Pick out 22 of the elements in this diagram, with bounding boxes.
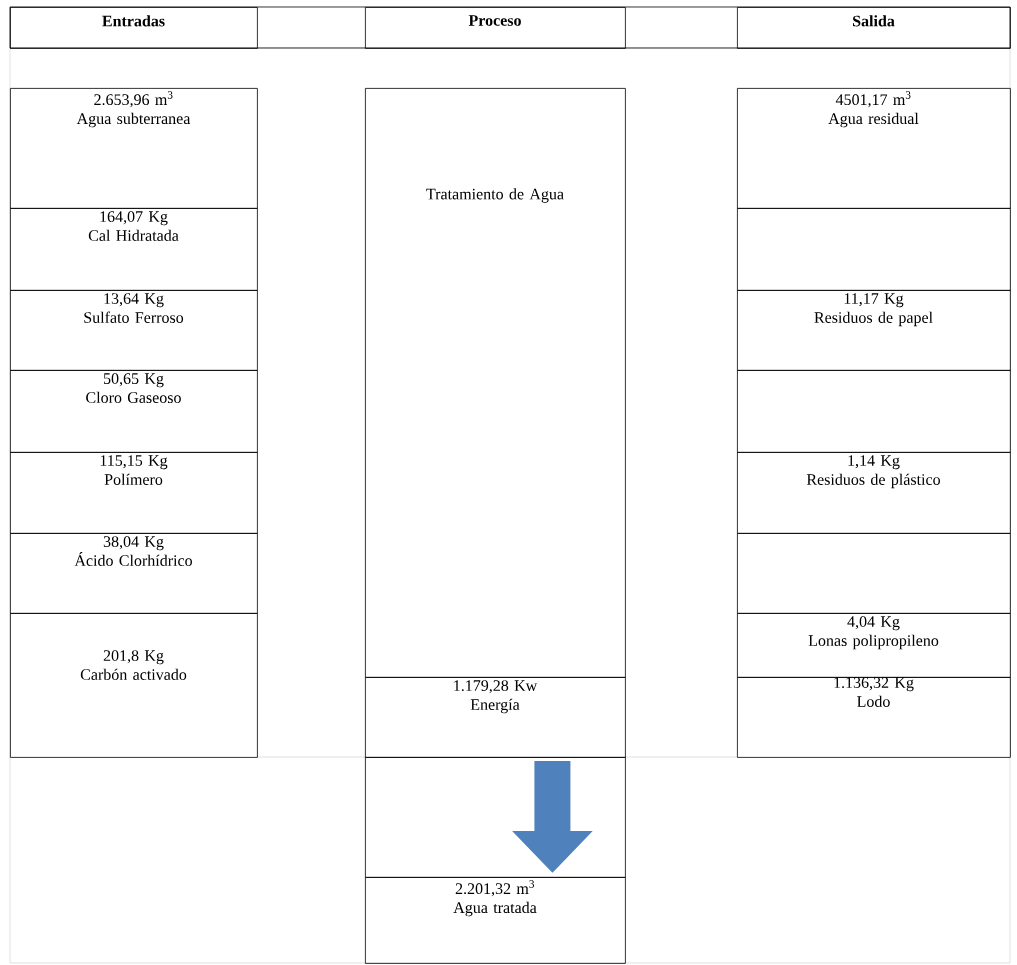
data-box: 13,64 Kg Sulfato Ferroso — [10, 290, 258, 371]
data-box: 2.201,32 m$^{3}$ Agua tratada — [365, 877, 626, 964]
data-box: 38,04 Kg Ácido Clorhídrico — [10, 533, 258, 614]
column-header: Entradas — [10, 7, 258, 49]
data-box: 1.179,28 Kw Energía — [365, 677, 626, 758]
data-box: 11,17 Kg Residuos de papel — [737, 290, 1011, 371]
data-box: 1.136,32 Kg Lodo — [737, 677, 1011, 758]
empty-box — [365, 757, 626, 878]
empty-box — [737, 533, 1011, 614]
data-box: 115,15 Kg Polímero — [10, 452, 258, 534]
data-box: 1,14 Kg Residuos de plástico — [737, 452, 1011, 534]
column-header: Salida — [737, 7, 1011, 49]
data-box: Tratamiento de Agua — [365, 88, 626, 678]
data-box: 164,07 Kg Cal Hidratada — [10, 208, 258, 291]
data-box: 50,65 Kg Cloro Gaseoso — [10, 370, 258, 453]
data-box: 201,8 Kg Carbón activado — [10, 613, 258, 758]
data-box: 4501,17 m$^{3}$ Agua residual — [737, 88, 1011, 209]
empty-box — [737, 208, 1011, 291]
column-header: Proceso — [365, 7, 626, 49]
empty-box — [737, 370, 1011, 453]
data-box: 2.653,96 m$^{3}$ Agua subterranea — [10, 88, 258, 209]
data-box: 4,04 Kg Lonas polipropileno — [737, 613, 1011, 678]
